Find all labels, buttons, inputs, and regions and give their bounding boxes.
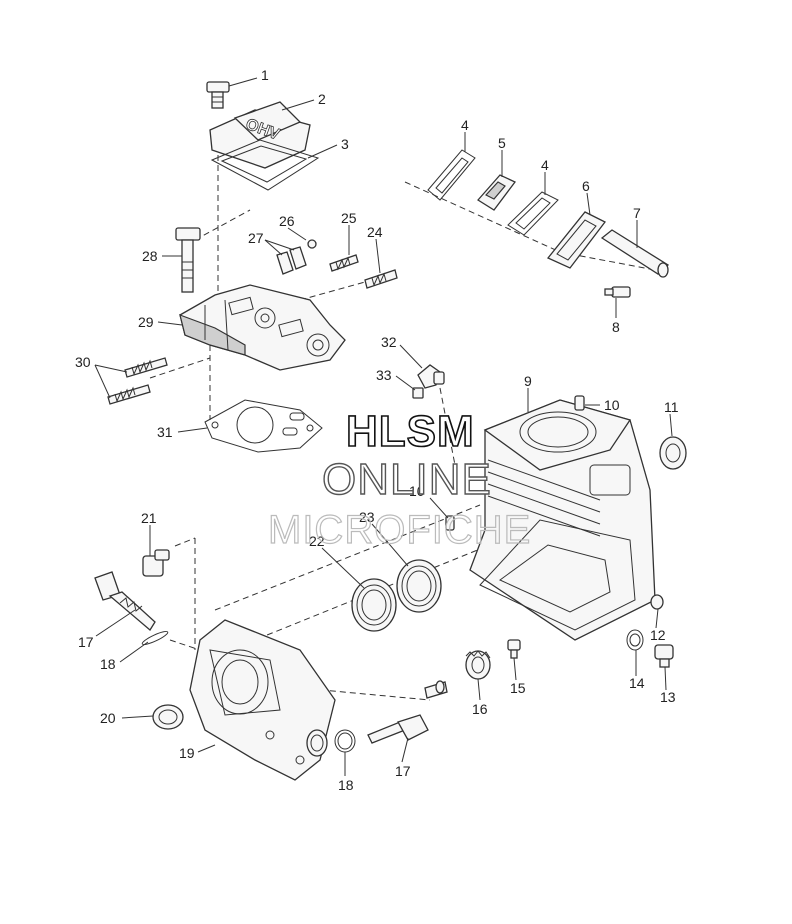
plug-12 (650, 594, 664, 610)
callout-13: 13 (660, 689, 676, 705)
crankcase-cover (189, 619, 336, 781)
governor-shaft (367, 714, 429, 744)
callout-1: 1 (261, 67, 269, 83)
valve-cover-gasket (210, 139, 320, 191)
callout-11: 11 (664, 399, 679, 415)
callout-25: 25 (341, 210, 357, 226)
head-studs (329, 254, 398, 289)
callout-32: 32 (381, 334, 397, 350)
valve-cover: OHV (209, 101, 311, 169)
insulator (477, 174, 517, 211)
callout-27: 27 (248, 230, 264, 246)
leader-lines (94, 77, 673, 776)
callout-9: 9 (524, 373, 532, 389)
dowel-pin-mid (445, 515, 455, 531)
intake-gasket-right (507, 191, 559, 236)
intake-bolt (604, 286, 631, 298)
valve-cover-bolt (206, 81, 230, 109)
head-bolt (175, 227, 201, 293)
valve-guides (276, 239, 317, 275)
governor-bolt-15 (507, 639, 521, 659)
watermark-line2: ONLINE (322, 455, 492, 504)
dipstick (94, 571, 156, 631)
head-gasket (204, 399, 323, 453)
callout-2: 2 (318, 91, 326, 107)
callout-23: 23 (359, 509, 375, 525)
callout-30: 30 (75, 354, 91, 370)
cylinder-block (469, 399, 656, 641)
governor-spring (306, 729, 328, 757)
callout-6: 6 (582, 178, 590, 194)
governor-pin (424, 680, 448, 699)
governor-gear (465, 650, 491, 680)
dowel-pin-top (574, 395, 585, 411)
watermark: HLSM ONLINE MICROFICHE (267, 406, 531, 552)
drain-washer (626, 629, 644, 651)
cylinder-head (179, 284, 346, 371)
check-valve (412, 387, 424, 399)
callout-22: 22 (309, 533, 325, 549)
callout-4: 4 (461, 117, 469, 133)
drain-plug (654, 644, 674, 668)
cover-oil-seal (152, 704, 184, 730)
callout-28: 28 (142, 248, 158, 264)
intake-gasket-left (427, 149, 476, 201)
callout-18: 18 (100, 656, 116, 672)
ball-bearing-23 (396, 559, 442, 613)
watermark-line1: HLSM (346, 407, 475, 456)
callout-31: 31 (157, 424, 173, 440)
callout-15: 15 (510, 680, 526, 696)
elbow-fitting (417, 364, 445, 389)
callout-17: 17 (78, 634, 94, 650)
callout-numbers: 1 2 3 4 5 4 6 7 8 26 25 27 24 28 29 30 3… (75, 67, 679, 793)
callout-8: 8 (612, 319, 620, 335)
callout-4: 4 (541, 157, 549, 173)
assembly-centerlines (149, 155, 656, 701)
callout-14: 14 (629, 675, 645, 691)
callout-12: 12 (650, 627, 666, 643)
head-studs-30 (107, 357, 168, 405)
callout-5: 5 (498, 135, 506, 151)
callout-26: 26 (279, 213, 295, 229)
callout-33: 33 (376, 367, 392, 383)
callout-21: 21 (141, 510, 157, 526)
breather-tube (600, 229, 670, 278)
callout-18: 18 (338, 777, 354, 793)
callout-17: 17 (395, 763, 411, 779)
callout-10: 10 (409, 483, 425, 499)
oil-fill-plug (142, 549, 170, 577)
callout-10: 10 (604, 397, 620, 413)
ball-bearing-22 (351, 578, 397, 632)
callout-16: 16 (472, 701, 488, 717)
crankcase-seal (659, 436, 687, 470)
callout-3: 3 (341, 136, 349, 152)
dipstick-oring (141, 630, 169, 646)
callout-20: 20 (100, 710, 116, 726)
callout-24: 24 (367, 224, 383, 240)
callout-7: 7 (633, 205, 641, 221)
callout-29: 29 (138, 314, 154, 330)
callout-19: 19 (179, 745, 195, 761)
oring-18b (334, 729, 356, 753)
watermark-line3: MICROFICHE (268, 508, 531, 552)
intake-pipe-flange (546, 211, 606, 269)
